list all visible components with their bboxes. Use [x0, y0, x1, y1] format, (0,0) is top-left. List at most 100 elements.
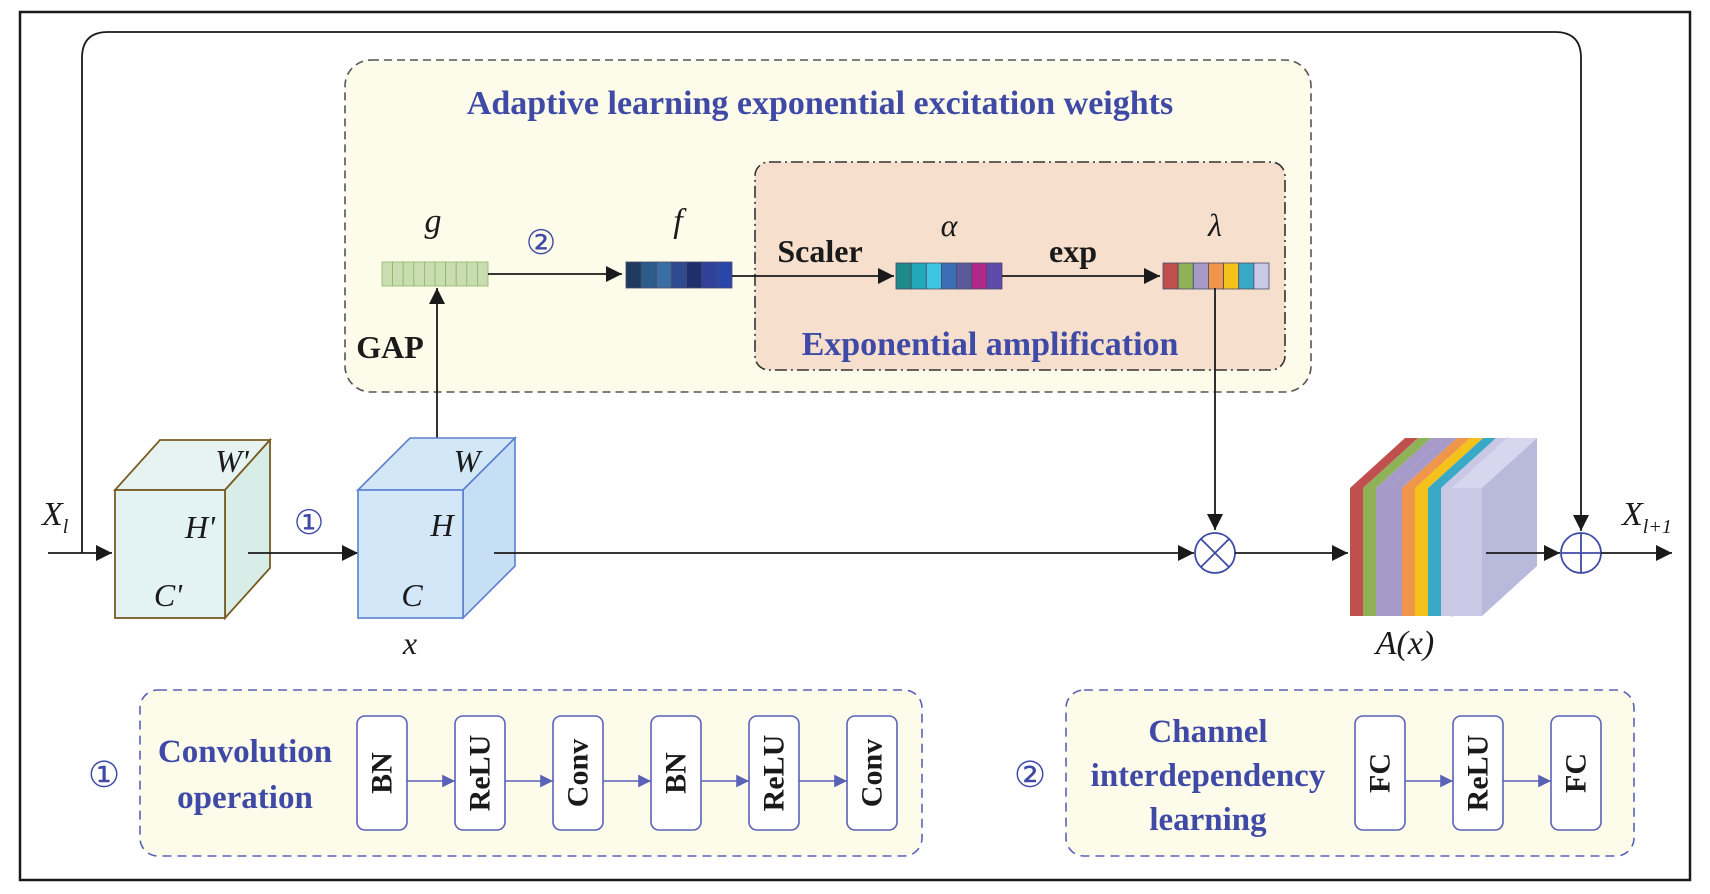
conv-block — [552, 715, 604, 831]
vector-g-cell — [476, 261, 489, 287]
cube-x-caption: x — [402, 625, 417, 661]
vector-lambda-cell — [1162, 262, 1179, 290]
channel-blocks: FC ReLU FC — [1354, 715, 1602, 831]
channel-legend-title-1: Channel — [1148, 714, 1267, 750]
vector-lambda-cell — [1208, 262, 1224, 290]
vector-lambda-cell — [1253, 262, 1270, 290]
channel-block — [1550, 715, 1602, 831]
conv-block-label: BN — [366, 752, 399, 794]
stack-top-slice — [1389, 438, 1457, 488]
conv-block-label: Conv — [562, 739, 595, 807]
vector-f-cell — [686, 261, 703, 289]
vector-g-cell — [455, 261, 468, 287]
conv-legend-number: ① — [88, 755, 120, 795]
cube-prime-c-label: C' — [154, 577, 183, 613]
stack-right-face — [1482, 438, 1537, 616]
vector-g-cell — [423, 261, 436, 287]
vector-f-cell — [671, 261, 687, 289]
channel-legend-title-2: interdependency — [1091, 758, 1326, 794]
vector-f-cell — [701, 261, 718, 289]
outer-frame — [18, 10, 1692, 882]
stack-front-slice — [1363, 488, 1376, 616]
stack-caption: A(x) — [1374, 625, 1435, 662]
stack-top-slice — [1402, 438, 1470, 488]
conv-block — [454, 715, 506, 831]
stack-front-slice — [1428, 488, 1441, 616]
conv-blocks: BN ReLU Conv BN ReLU Conv — [356, 715, 898, 831]
circled-two-label: ② — [526, 225, 556, 262]
cube-x-h-label: H — [429, 507, 455, 543]
vector-f-cell — [655, 261, 672, 289]
vector-f-cell — [640, 261, 657, 289]
vector-g-cell — [381, 261, 394, 287]
vector-alpha-cell — [956, 262, 973, 290]
stack-top-slice — [1415, 438, 1483, 488]
channel-legend-title-3: learning — [1149, 802, 1267, 838]
conv-block-label: ReLU — [758, 735, 791, 812]
vector-lambda-cell — [1223, 262, 1240, 290]
stack-top-slice — [1441, 438, 1509, 488]
stack-front-slice — [1441, 488, 1454, 616]
channel-block-label: ReLU — [1462, 735, 1495, 812]
stack-front-slice — [1389, 488, 1402, 616]
stack-top-slice — [1363, 438, 1431, 488]
channel-block-label: FC — [1560, 753, 1593, 793]
stack-top-slice — [1350, 438, 1418, 488]
circled-one-label: ① — [294, 505, 324, 542]
vector-lambda-cell — [1177, 262, 1194, 290]
vector-f-cell — [716, 261, 733, 289]
stack-top-slice — [1428, 438, 1496, 488]
conv-block-label: ReLU — [464, 735, 497, 812]
vector-alpha-cell — [910, 262, 927, 290]
conv-block-label: BN — [660, 752, 693, 794]
vector-g-label: g — [425, 203, 442, 240]
vector-alpha-cell — [925, 262, 942, 290]
add-operator — [1560, 532, 1602, 574]
scaler-label: Scaler — [777, 233, 862, 269]
vector-lambda-cell — [1238, 262, 1255, 290]
vector-g-cell — [445, 261, 457, 287]
stack-top-slab — [1452, 438, 1537, 488]
exponential-amplification-box — [754, 161, 1286, 371]
vector-g-cell — [392, 261, 404, 287]
conv-block — [650, 715, 702, 831]
channel-block-label: FC — [1364, 753, 1397, 793]
skip-connection-arrow — [81, 31, 1590, 553]
channel-legend-number: ② — [1014, 755, 1046, 795]
cube-x-c-label: C — [401, 577, 423, 613]
conv-block — [356, 715, 408, 831]
vector-f — [625, 261, 733, 289]
vector-lambda — [1162, 262, 1270, 290]
channel-block — [1354, 715, 1406, 831]
gap-label: GAP — [356, 329, 424, 365]
vector-alpha-cell — [895, 262, 912, 290]
input-label: Xl — [40, 496, 69, 538]
conv-block — [748, 715, 800, 831]
vector-lambda-cell — [1192, 262, 1209, 290]
feature-cube-x — [356, 436, 517, 620]
channel-block — [1452, 715, 1504, 831]
vector-g-cell — [466, 261, 478, 287]
conv-legend-box — [139, 689, 923, 857]
stack-front-slice — [1376, 488, 1389, 616]
vector-lambda-label: λ — [1207, 207, 1222, 243]
vector-alpha — [895, 262, 1003, 290]
stack-front-slice — [1415, 488, 1428, 616]
cube-x-w-label: W — [454, 443, 484, 479]
stack-front-slice — [1350, 488, 1363, 616]
vector-f-cell — [625, 261, 642, 289]
output-label: Xl+1 — [1620, 496, 1672, 538]
exponential-amplification-title: Exponential amplification — [802, 326, 1179, 363]
cube-prime-w-label: W' — [215, 443, 250, 479]
stack-top-slice — [1376, 438, 1444, 488]
conv-block-label: Conv — [856, 739, 889, 807]
exp-label: exp — [1049, 233, 1097, 269]
vector-alpha-cell — [971, 262, 988, 290]
vector-alpha-label: α — [941, 207, 959, 243]
cube-prime-h-label: H' — [184, 509, 216, 545]
stack-front-slab — [1452, 488, 1482, 616]
feature-cube-prime — [112, 437, 273, 621]
adaptive-learning-title: Adaptive learning exponential excitation… — [467, 85, 1173, 122]
